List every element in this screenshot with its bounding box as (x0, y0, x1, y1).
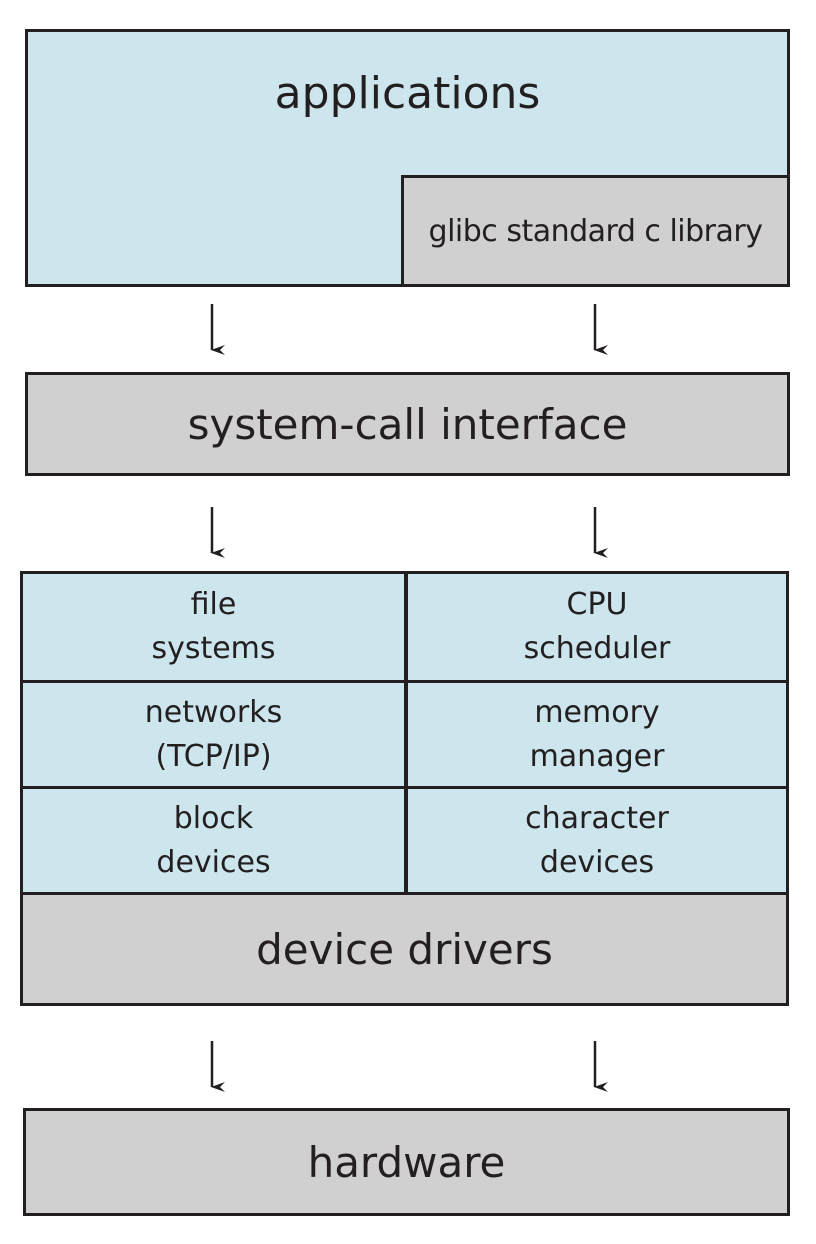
kernel-cell-cpu-scheduler: CPU scheduler (408, 574, 786, 680)
kernel-cell-label: block (173, 800, 254, 836)
device-drivers-label: device drivers (256, 924, 553, 974)
kernel-cell-label: manager (529, 738, 665, 774)
kernel-cell-label: devices (539, 844, 655, 880)
kernel-cell-label: devices (156, 844, 271, 880)
glibc-library-label: glibc standard c library (428, 213, 763, 249)
kernel-block: file systems CPU scheduler networks (TCP… (20, 571, 789, 1006)
kernel-cell-block-devices: block devices (23, 789, 404, 892)
kernel-cell-label: CPU (566, 587, 628, 622)
kernel-cell-networks: networks (TCP/IP) (23, 683, 404, 786)
glibc-library-box: glibc standard c library (401, 175, 790, 287)
device-drivers-layer: device drivers (23, 892, 786, 1003)
system-call-interface-layer: system-call interface (25, 372, 790, 476)
kernel-cell-label: character (525, 800, 669, 836)
kernel-cell-label: memory (534, 694, 660, 730)
kernel-cell-label: networks (144, 694, 283, 730)
kernel-cell-label: systems (151, 631, 276, 666)
hardware-layer: hardware (23, 1108, 790, 1216)
kernel-cell-label: file (190, 587, 237, 622)
system-call-interface-label: system-call interface (187, 399, 628, 449)
kernel-cell-label: scheduler (523, 631, 671, 666)
kernel-cell-file-systems: file systems (23, 574, 404, 680)
kernel-column-divider (404, 574, 408, 892)
applications-label: applications (274, 68, 541, 119)
kernel-cell-label: (TCP/IP) (155, 738, 272, 774)
kernel-cell-character-devices: character devices (408, 789, 786, 892)
kernel-cell-memory-manager: memory manager (408, 683, 786, 786)
hardware-label: hardware (307, 1137, 506, 1187)
